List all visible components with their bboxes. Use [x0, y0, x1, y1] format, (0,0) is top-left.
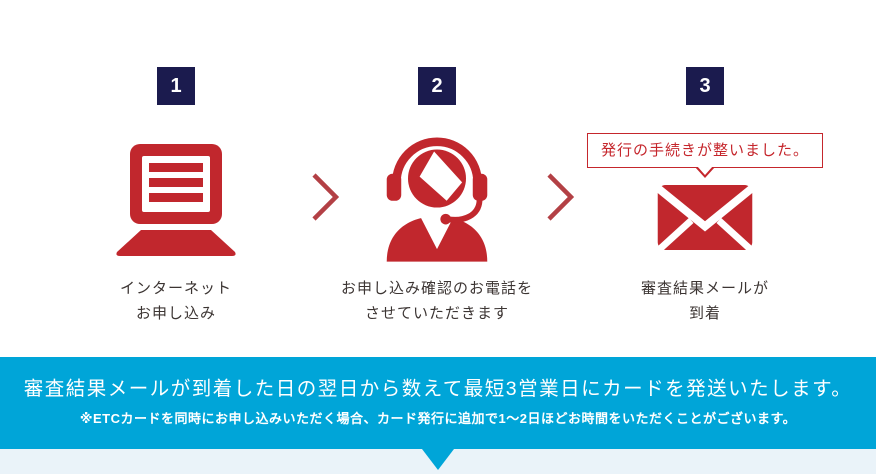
banner-note-text: ※ETCカードを同時にお申し込みいただく場合、カード発行に追加で1〜2日ほどお時… [79, 411, 797, 426]
step-label: インターネット お申し込み [36, 276, 316, 326]
operator-icon [379, 126, 495, 267]
step-label-line1: インターネット [119, 280, 232, 297]
step-label-line2: 到着 [688, 305, 721, 322]
step-number-badge: 3 [686, 67, 724, 105]
shipping-info-banner: 審査結果メールが到着した日の翌日から数えて最短3営業日にカードを発送いたします。… [0, 357, 876, 449]
step-label: お申し込み確認のお電話を させていただきます [297, 276, 577, 326]
mail-icon [655, 184, 755, 255]
step-label-line2: させていただきます [364, 305, 509, 322]
step-label-line2: お申し込み [135, 305, 216, 322]
chevron-right-icon [546, 172, 575, 222]
step-result-mail: 3 発行の手続きが整いました。 審査結果メールが 到着 [565, 0, 845, 358]
step-number-badge: 2 [418, 67, 456, 105]
step-internet-application: 1 インターネット お申し込み [36, 0, 316, 358]
down-arrow-icon [422, 449, 454, 470]
step-confirmation-call: 2 お申し込み確認のお電話を させていただきます [297, 0, 577, 358]
chevron-right-icon [311, 172, 340, 222]
speech-bubble: 発行の手続きが整いました。 [586, 133, 824, 168]
step-label-line1: お申し込み確認のお電話を [340, 280, 533, 297]
step-label-line1: 審査結果メールが [640, 280, 769, 297]
step-label: 審査結果メールが 到着 [565, 276, 845, 326]
laptop-icon [115, 144, 237, 261]
banner-main-text: 審査結果メールが到着した日の翌日から数えて最短3営業日にカードを発送いたします。 [23, 378, 853, 400]
step-number-badge: 1 [157, 67, 195, 105]
